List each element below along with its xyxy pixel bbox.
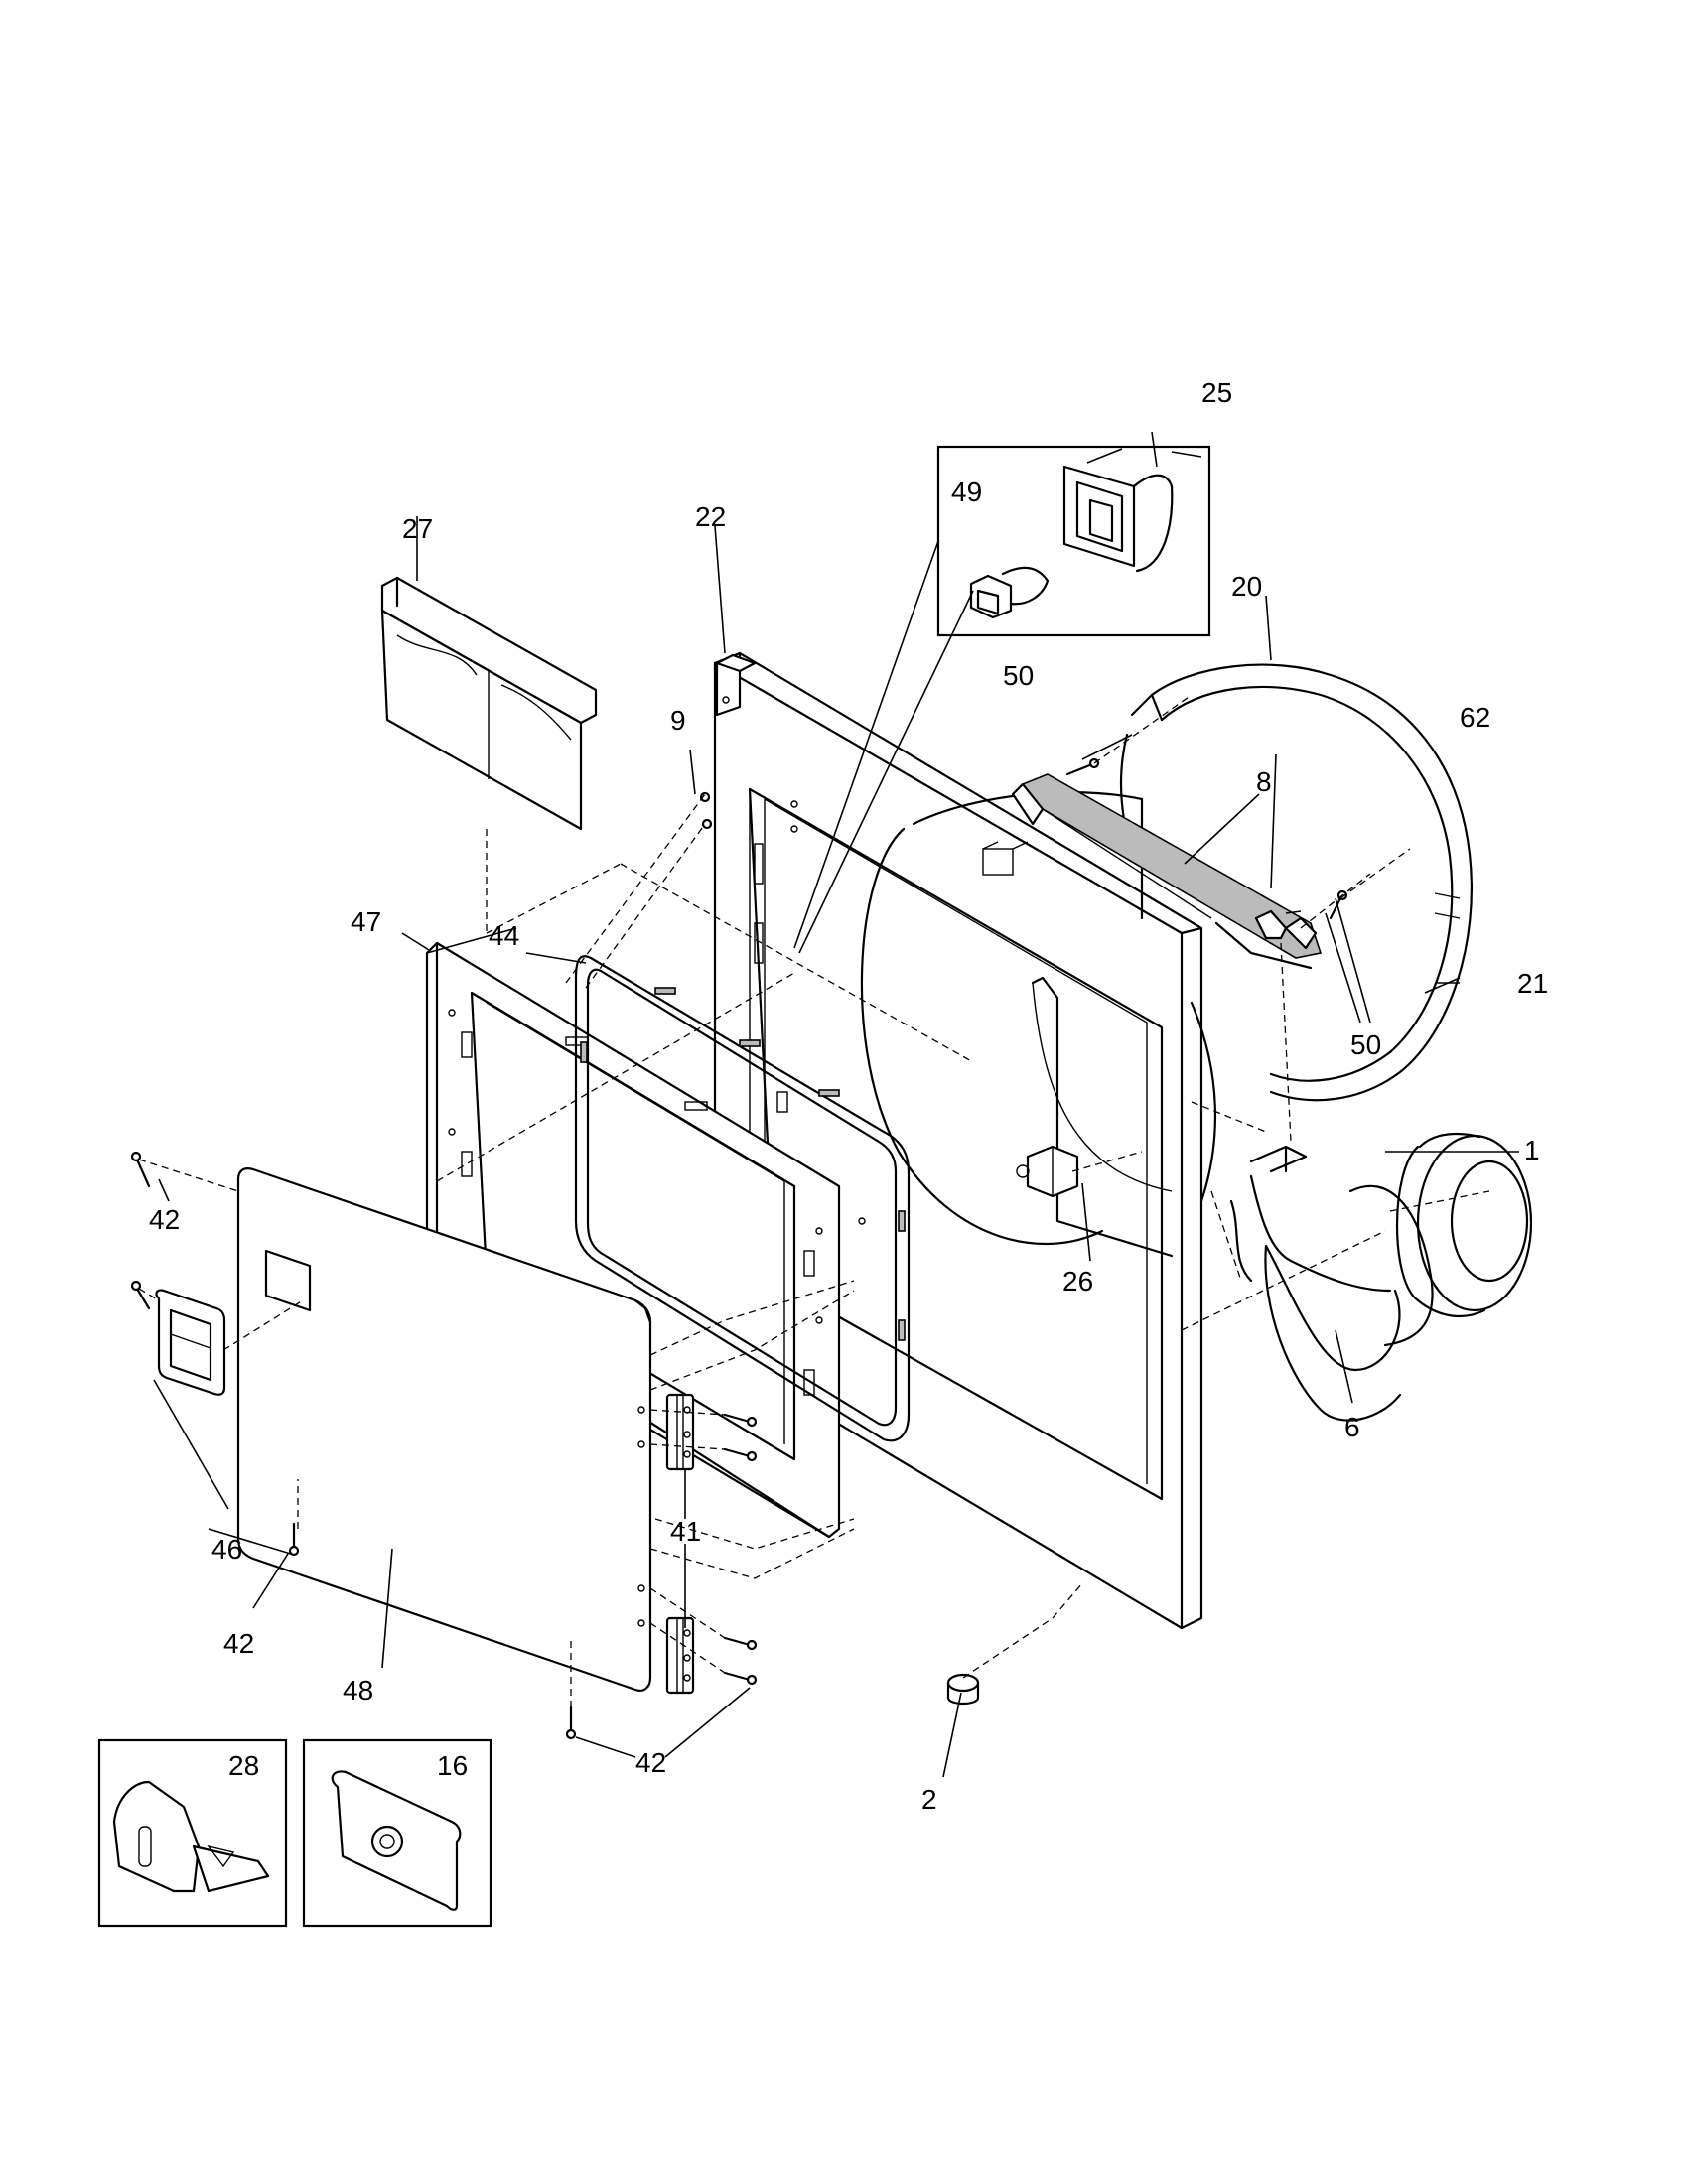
assembly-lines <box>138 694 1490 1707</box>
lint-screen-housing <box>1011 773 1323 970</box>
screw-50-upper <box>1065 757 1100 776</box>
exhaust-ring <box>1395 1132 1533 1317</box>
door-handle <box>155 1289 226 1396</box>
callout-44: 44 <box>489 920 519 951</box>
part-16 <box>331 1770 462 1911</box>
clip-62 <box>1254 909 1302 940</box>
leader-lines <box>153 431 1519 1778</box>
callout-9: 9 <box>670 705 686 736</box>
screws-9 <box>699 791 713 830</box>
part-28 <box>112 1780 270 1893</box>
callout-2: 2 <box>921 1784 937 1815</box>
callout-labels: 1 2 6 8 9 16 20 21 22 25 26 27 28 41 42 … <box>149 377 1548 1815</box>
inset-box-28 <box>97 1738 288 1928</box>
callout-48: 48 <box>343 1675 373 1706</box>
callout-27: 27 <box>402 513 433 544</box>
door-switch <box>1016 1145 1079 1198</box>
callout-8: 8 <box>1256 766 1272 797</box>
callout-28: 28 <box>228 1750 259 1781</box>
callout-42c: 42 <box>635 1747 666 1778</box>
callout-26: 26 <box>1062 1266 1093 1297</box>
callout-22: 22 <box>695 501 726 532</box>
leveling-leg <box>946 1673 980 1706</box>
lint-filter <box>380 576 598 831</box>
exhaust-duct <box>1229 1174 1434 1422</box>
callout-6: 6 <box>1344 1412 1360 1442</box>
callout-49: 49 <box>951 477 982 507</box>
callout-16: 16 <box>437 1750 468 1781</box>
hinge-screws <box>723 1413 758 1686</box>
outer-door <box>236 1167 652 1692</box>
callout-25: 25 <box>1201 377 1232 408</box>
callout-46: 46 <box>211 1534 242 1565</box>
callout-20: 20 <box>1231 571 1262 602</box>
hinge-lower <box>665 1616 695 1695</box>
callout-47: 47 <box>351 906 381 937</box>
inner-door-frame <box>425 941 841 1539</box>
callout-50b: 50 <box>1350 1029 1381 1060</box>
callout-42b: 42 <box>223 1628 254 1659</box>
hinge-upper <box>665 1393 695 1471</box>
inset-box-16 <box>302 1738 492 1928</box>
callout-42a: 42 <box>149 1204 180 1235</box>
door-catch-25 <box>1062 465 1174 573</box>
duct-bracket <box>1249 1145 1308 1173</box>
callout-62: 62 <box>1460 702 1490 733</box>
door-strike-49 <box>969 566 1050 619</box>
callout-50a: 50 <box>1003 660 1034 691</box>
callout-41: 41 <box>670 1516 701 1547</box>
callout-1: 1 <box>1524 1135 1540 1165</box>
callout-21: 21 <box>1517 968 1548 999</box>
